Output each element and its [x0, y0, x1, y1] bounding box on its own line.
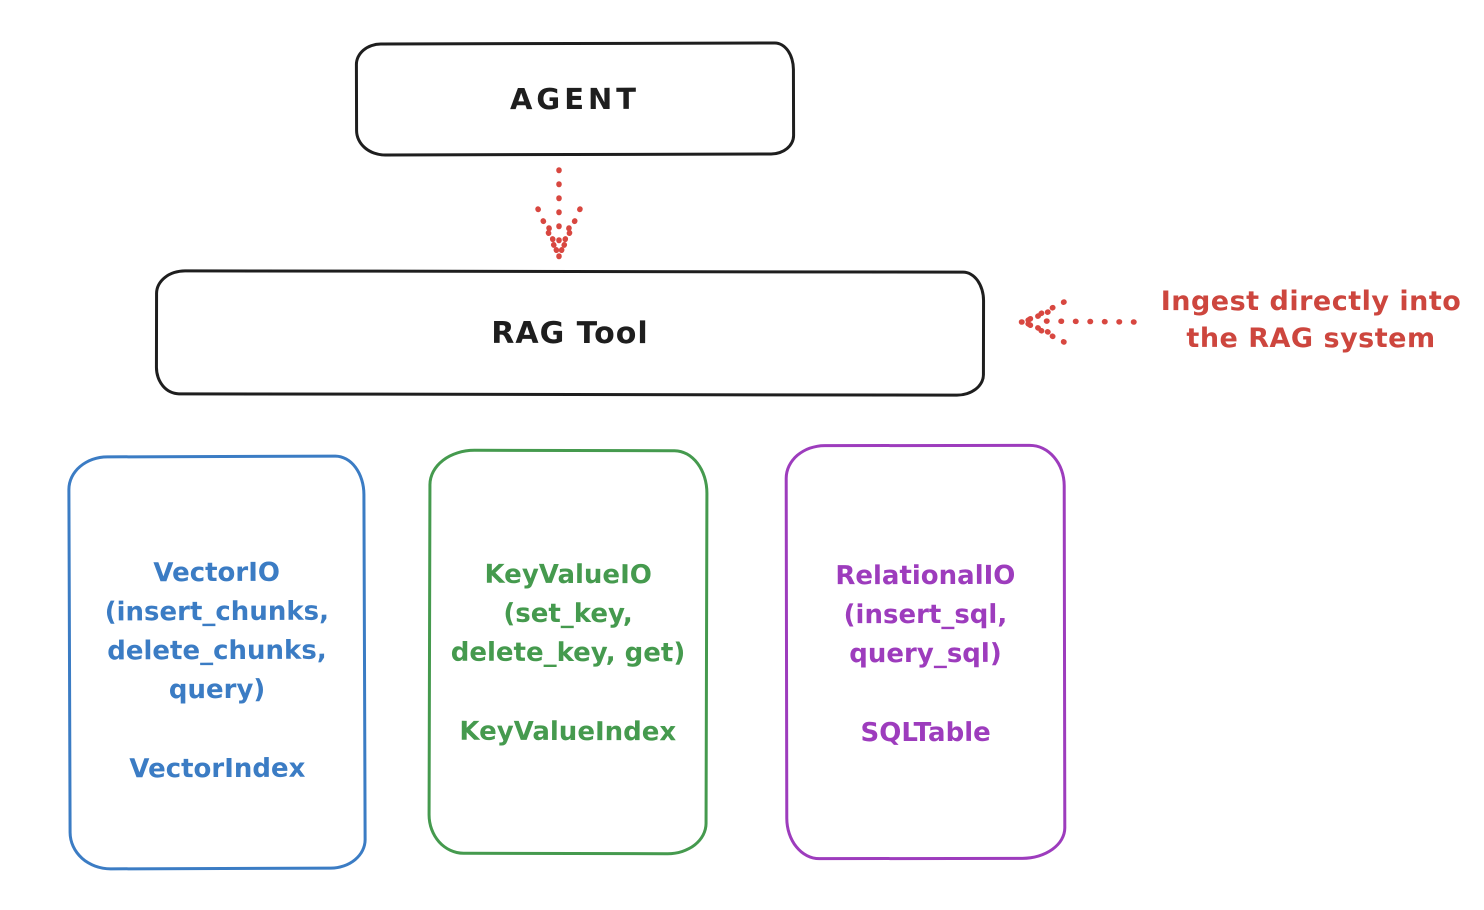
- vector-io-box: VectorIO (insert_chunks, delete_chunks, …: [67, 454, 367, 871]
- relational-io-title-line: query_sql): [849, 638, 1002, 670]
- keyvalue-io-title-line: KeyValueIO: [484, 559, 652, 591]
- vector-io-title-line: query): [168, 674, 266, 706]
- keyvalue-io-title-line: delete_key, get): [450, 637, 686, 669]
- relational-io-title-line: RelationalIO: [835, 560, 1016, 592]
- vector-io-title-line: delete_chunks,: [107, 635, 327, 667]
- sql-table-label: SQLTable: [860, 717, 991, 749]
- vector-io-title-line: VectorIO: [153, 557, 281, 589]
- rag-tool-label: RAG Tool: [491, 315, 649, 351]
- keyvalue-io-box: KeyValueIO (set_key, delete_key, get) Ke…: [427, 448, 709, 856]
- ingest-annotation: Ingest directly into the RAG system: [1138, 283, 1484, 357]
- vector-io-title-line: (insert_chunks,: [104, 596, 330, 628]
- ingest-arrow-icon: [1018, 299, 1137, 345]
- relational-io-box: RelationalIO (insert_sql, query_sql) SQL…: [784, 443, 1067, 861]
- vector-index-label: VectorIndex: [129, 753, 306, 785]
- relational-io-title-line: (insert_sql,: [843, 599, 1008, 631]
- agent-box: AGENT: [354, 41, 796, 157]
- keyvalue-index-label: KeyValueIndex: [459, 716, 677, 748]
- agent-to-rag-arrow-icon: [535, 167, 583, 260]
- ingest-annotation-line1: Ingest directly into: [1160, 286, 1462, 317]
- agent-label: AGENT: [509, 81, 641, 117]
- ingest-annotation-line2: the RAG system: [1186, 323, 1436, 354]
- keyvalue-io-title-line: (set_key,: [503, 598, 633, 630]
- rag-tool-box: RAG Tool: [154, 269, 986, 397]
